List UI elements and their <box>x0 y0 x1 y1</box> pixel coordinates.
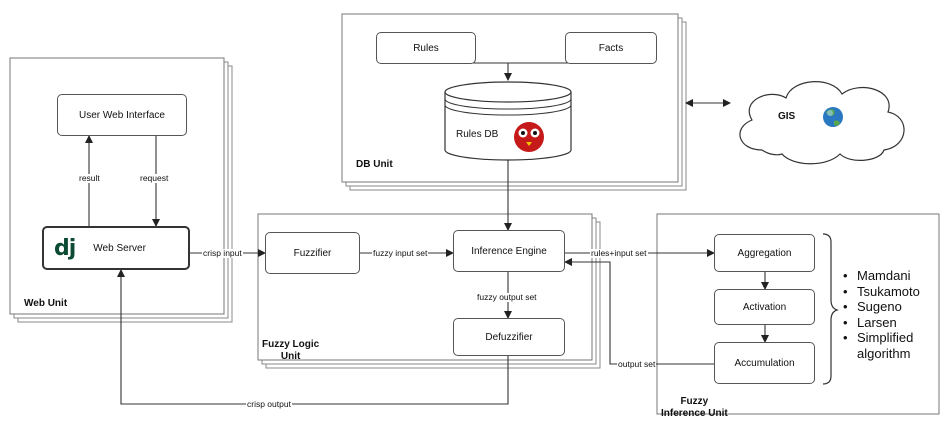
fuzzifier-label: Fuzzifier <box>293 247 332 259</box>
algorithm-item: Mamdani <box>843 268 943 284</box>
rules-box[interactable]: Rules <box>376 32 476 64</box>
fuzzy-logic-unit-label-line2: Unit <box>280 351 301 362</box>
edge-label-fuzzy-output-set: fuzzy output set <box>476 292 538 302</box>
gis-label: GIS <box>778 111 796 122</box>
fuzzy-logic-unit-label-line1: Fuzzy Logic <box>262 339 320 350</box>
facts-box[interactable]: Facts <box>565 32 657 64</box>
user-web-interface-label: User Web Interface <box>79 109 165 121</box>
defuzzifier-box[interactable]: Defuzzifier <box>453 318 565 356</box>
facts-label: Facts <box>598 42 624 54</box>
web-unit-label: Web Unit <box>24 298 68 309</box>
activation-box[interactable]: Activation <box>714 289 815 325</box>
fuzzy-inference-unit-label-line1: Fuzzy <box>680 396 709 407</box>
accumulation-label: Accumulation <box>734 357 795 369</box>
inference-engine-box[interactable]: Inference Engine <box>453 230 565 272</box>
web-server-box[interactable]: dj Web Server <box>42 226 190 270</box>
owl-logo-icon <box>514 122 544 152</box>
django-logo-icon: dj <box>54 235 76 261</box>
edge-label-result: result <box>78 173 101 183</box>
activation-label: Activation <box>742 301 787 313</box>
accumulation-box[interactable]: Accumulation <box>714 342 815 384</box>
rules-db-label: Rules DB <box>456 129 499 140</box>
web-server-label: Web Server <box>93 242 146 254</box>
fuzzy-inference-unit-label-line2: Inference Unit <box>661 408 728 419</box>
defuzzifier-label: Defuzzifier <box>485 331 533 343</box>
edge-label-crisp-output: crisp output <box>246 399 292 409</box>
fuzzy-inference-unit-label: Fuzzy Inference Unit <box>661 396 728 420</box>
algorithm-list: Mamdani Tsukamoto Sugeno Larsen Simplifi… <box>843 268 943 361</box>
edge-label-fuzzy-input-set: fuzzy input set <box>372 248 429 258</box>
edge-label-output-set: output set <box>617 359 657 369</box>
aggregation-box[interactable]: Aggregation <box>714 234 815 272</box>
algorithm-item: Simplified algorithm <box>843 330 943 361</box>
rules-db-cylinder <box>444 81 572 161</box>
edge-label-crisp-input: crisp input <box>202 248 243 258</box>
gis-cloud <box>739 81 905 165</box>
fuzzifier-box[interactable]: Fuzzifier <box>265 232 360 274</box>
edge-label-rules-input-set: rules+input set <box>590 248 648 258</box>
aggregation-label: Aggregation <box>737 247 792 259</box>
algorithm-item: Tsukamoto <box>843 284 943 300</box>
user-web-interface-box[interactable]: User Web Interface <box>57 94 187 136</box>
edge-label-request: request <box>139 173 170 183</box>
globe-icon <box>823 107 843 127</box>
algorithm-item: Larsen <box>843 315 943 331</box>
algorithm-bracket <box>822 233 839 385</box>
db-unit-label: DB Unit <box>356 159 393 170</box>
algorithm-item: Sugeno <box>843 299 943 315</box>
rules-label: Rules <box>413 42 439 54</box>
fuzzy-logic-unit-label: Fuzzy Logic Unit <box>262 339 319 363</box>
inference-engine-label: Inference Engine <box>471 245 547 257</box>
